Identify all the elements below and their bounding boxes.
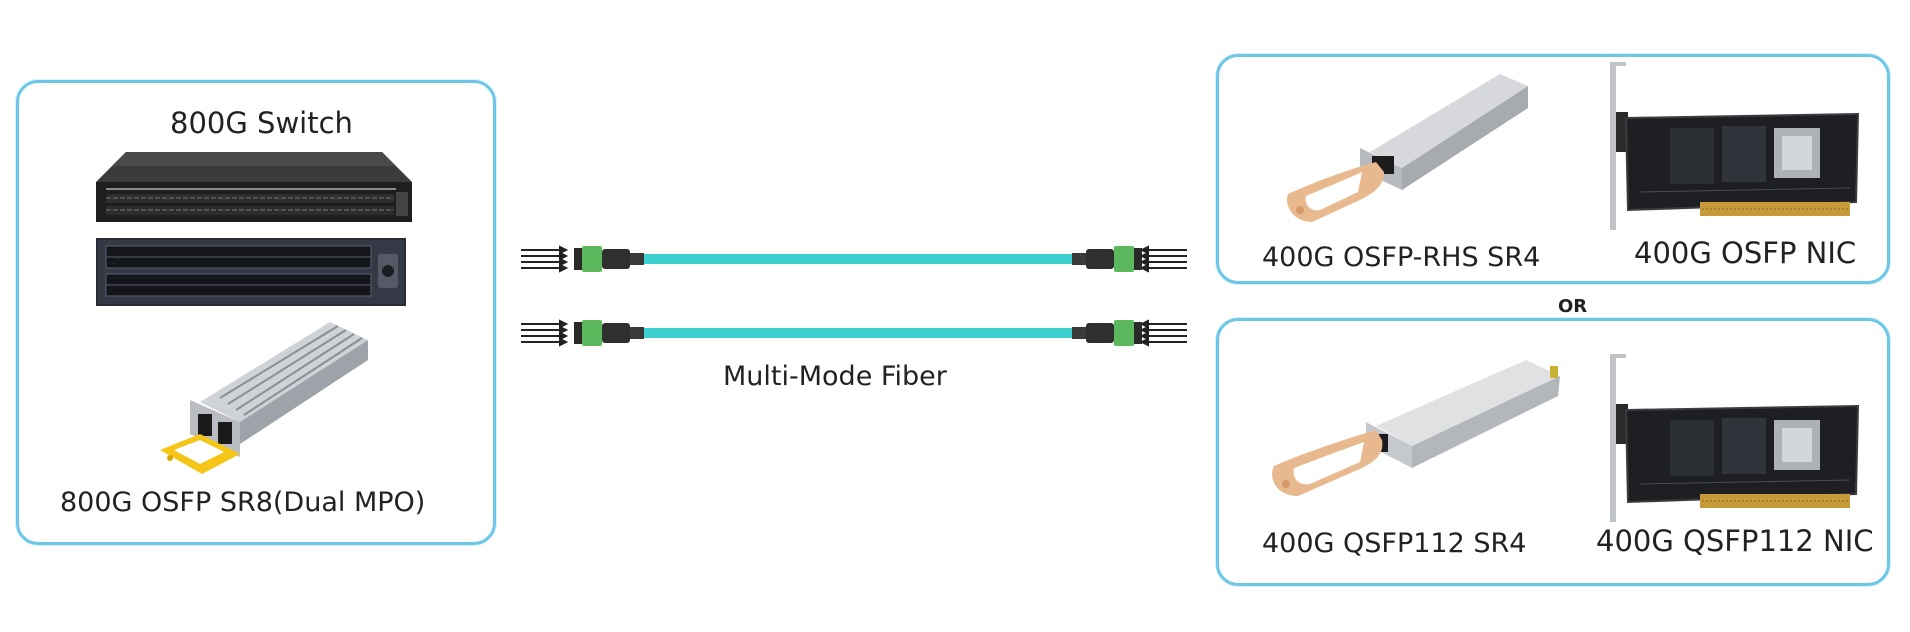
switch-front-image [96,238,406,306]
qsfp112-400g-transceiver-image [1266,356,1562,506]
osfp-rhs-400g-transceiver-image [1280,72,1530,232]
osfp-400g-nic-image [1610,62,1860,232]
right-arrows-top [1139,245,1187,273]
right-arrows-bottom [1139,319,1187,347]
osfp-800g-transceiver-image [140,322,370,482]
qsfp112-400g-nic-image [1610,354,1860,524]
or-separator: OR [1558,296,1588,317]
fiber-cable-diagram [516,240,1196,360]
qsfp112-400g-transceiver-label: 400G QSFP112 SR4 [1262,528,1527,559]
fiber-cable-top [574,246,1142,272]
osfp-800g-transceiver-label: 800G OSFP SR8(Dual MPO) [60,487,426,518]
left-arrows-bottom [521,319,569,347]
switch-top-image [96,152,412,224]
fiber-type-label: Multi-Mode Fiber [723,361,947,392]
qsfp112-400g-nic-label: 400G QSFP112 NIC [1596,524,1874,558]
switch-label: 800G Switch [170,106,353,140]
osfp-rhs-400g-transceiver-label: 400G OSFP-RHS SR4 [1262,242,1541,273]
osfp-400g-nic-label: 400G OSFP NIC [1634,236,1857,270]
fiber-cable-bottom [574,320,1142,346]
left-arrows-top [521,245,569,273]
